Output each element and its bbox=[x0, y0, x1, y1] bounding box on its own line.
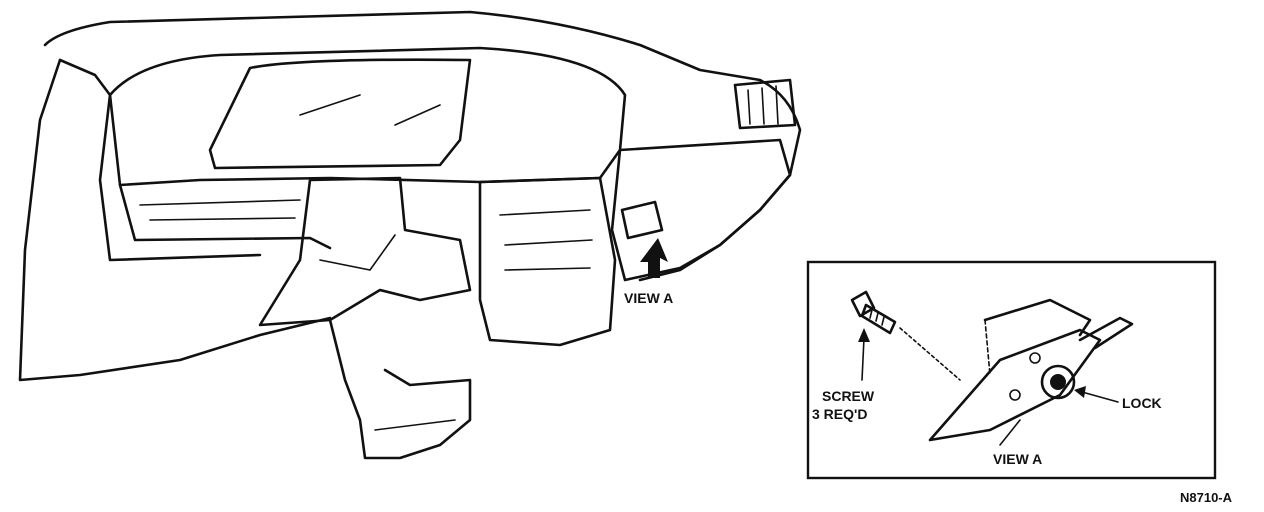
view-a-label-inset: VIEW A bbox=[993, 451, 1043, 467]
bracket-hole-1 bbox=[1029, 352, 1041, 364]
right-vent-slats bbox=[747, 85, 779, 125]
lens-glare-2 bbox=[394, 104, 441, 126]
lock-location-box bbox=[620, 200, 664, 240]
lock-bracket bbox=[928, 328, 1102, 442]
lock-cylinder-icon bbox=[1040, 364, 1076, 400]
lower-panel-left bbox=[118, 183, 332, 250]
lock-housing-dash bbox=[984, 319, 991, 376]
column-shroud bbox=[319, 234, 396, 271]
inset-frame bbox=[806, 260, 1217, 480]
view-a-label-main: VIEW A bbox=[624, 290, 674, 306]
right-vent bbox=[733, 78, 797, 130]
screw-icon bbox=[850, 290, 897, 335]
lock-label: LOCK bbox=[1122, 395, 1162, 411]
figure-code: N8710-A bbox=[1180, 490, 1233, 505]
screw-label-line2: 3 REQ'D bbox=[812, 406, 868, 422]
center-stack bbox=[478, 176, 617, 347]
dash-left-face bbox=[18, 58, 332, 382]
lock-linkage bbox=[1078, 316, 1134, 350]
column-opening bbox=[258, 176, 472, 327]
lock-pointer bbox=[1081, 391, 1119, 403]
view-a-inset-leader bbox=[999, 419, 1021, 446]
center-stack-detail bbox=[499, 209, 593, 271]
lock-housing bbox=[983, 298, 1092, 337]
screw-arrow-icon bbox=[858, 328, 870, 342]
screw-leader bbox=[899, 327, 961, 381]
dash-left-inner bbox=[58, 58, 262, 262]
bracket-hole-2 bbox=[1009, 389, 1021, 401]
lower-console bbox=[328, 318, 472, 460]
console-detail bbox=[374, 419, 456, 431]
right-lower-panel bbox=[610, 138, 792, 282]
screw-label-line1: SCREW bbox=[822, 388, 875, 404]
cluster-lens bbox=[208, 58, 472, 170]
lens-glare-1 bbox=[299, 94, 361, 116]
lock-arrow-icon bbox=[1074, 386, 1086, 398]
lock-core bbox=[1050, 374, 1066, 390]
left-panel-detail bbox=[139, 199, 301, 221]
dash-top-pad bbox=[43, 10, 802, 282]
screw-pointer bbox=[861, 337, 865, 381]
view-a-arrow-icon bbox=[640, 238, 668, 278]
cluster-hood bbox=[108, 46, 627, 187]
